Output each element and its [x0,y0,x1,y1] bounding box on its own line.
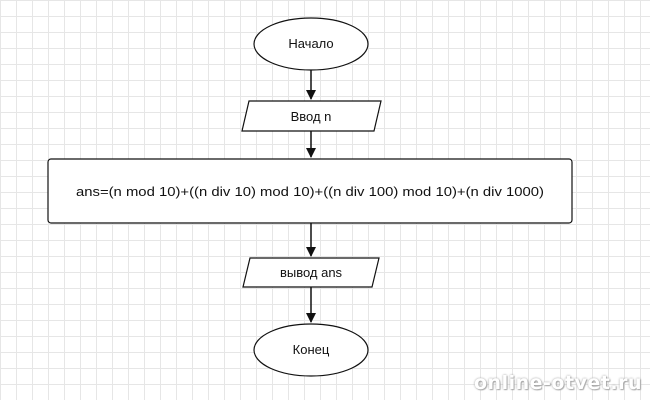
output-node-label: вывод ans [280,265,343,280]
end-node: Конец [253,323,369,377]
input-node: Ввод n [241,100,382,132]
start-node-label: Начало [288,36,333,51]
start-node: Начало [253,17,369,71]
input-node-label: Ввод n [291,109,332,124]
output-node: вывод ans [242,257,380,288]
watermark-text: online-otvet.ru [473,372,642,394]
end-node-label: Конец [293,342,330,357]
process-node-label: ans=(n mod 10)+((n div 10) mod 10)+((n d… [76,184,544,199]
process-node: ans=(n mod 10)+((n div 10) mod 10)+((n d… [47,158,573,224]
